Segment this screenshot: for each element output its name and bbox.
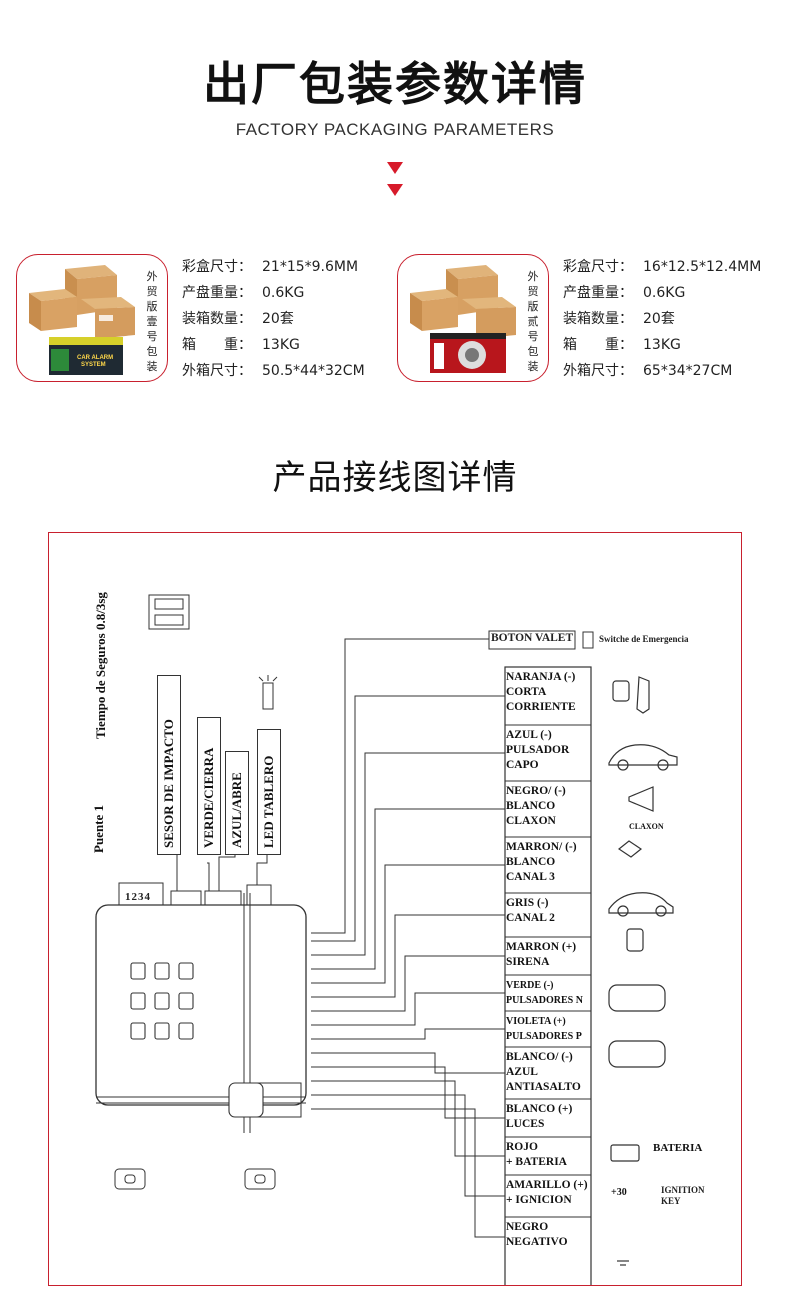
spec-label: 外箱尺寸： [563,363,633,379]
spec-row: 装箱数量： 20套 [182,306,365,332]
connector-label: AZUL/ABRE [229,772,244,848]
spec-label: 产盘重量： [182,285,252,301]
wire-label: ROJO + BATERIA [506,1141,567,1168]
ignition-plus-label: +30 [611,1187,627,1198]
wire-label: VIOLETA (+) PULSADORES P [506,1016,582,1042]
wire-line [311,1052,505,1074]
wire-line [311,955,505,1012]
wire-label: GRIS (-) CANAL 2 [506,897,555,924]
spec-label: 箱 重： [182,337,252,353]
wire-line [311,864,505,984]
page-title: 出厂包装参数详情 [203,57,587,111]
puente-label: Puente 1 [91,804,106,853]
wire-line [311,1066,505,1119]
package-2-vertical-label: 外贸版贰号包装 [527,270,539,373]
spec-label: 装箱数量： [182,311,252,327]
claxon-icon-label: CLAXON [629,822,664,831]
wire-label: MARRON (+) SIRENA [506,941,577,968]
spec-label: 产盘重量： [563,285,633,301]
connector-label-box: LED TABLERO [257,729,281,855]
tiempo-label: Tiempo de Seguros 0.8/3sg [93,592,108,739]
switch-emergencia-label: Switche de Emergencia [599,634,689,644]
package-2-specs: 彩盒尺寸：16*12.5*12.4MM 产盘重量：0.6KG 装箱数量：20套 … [563,254,761,384]
connector-label: VERDE/CIERRA [201,747,216,848]
package-1-image-text: SYSTEM [81,362,106,368]
wire-label: BLANCO/ (-) AZUL ANTIASALTO [506,1051,581,1093]
spec-value: 65*34*27CM [643,363,733,379]
spec-row: 产盘重量： 0.6KG [182,280,365,306]
spec-value: 50.5*44*32CM [262,363,365,379]
wiring-section-title: 产品接线图详情 [272,458,518,498]
wiring-diagram: CLAXON BATERIA +30 Tiempo de Seguros 0.8… [48,532,742,1286]
page-subtitle: FACTORY PACKAGING PARAMETERS [235,120,555,139]
spec-row: 彩盒尺寸： 16*12.5*12.4MM [563,254,761,280]
spec-value: 21*15*9.6MM [262,259,359,275]
wire-label: MARRON/ (-) BLANCO CANAL 3 [506,841,577,883]
wire-label: NEGRO NEGATIVO [506,1221,568,1248]
wire-line [311,638,489,934]
wiring-lines: CLAXON BATERIA +30 [95,594,702,1285]
connector-label: SESOR DE IMPACTO [161,719,176,848]
spec-row: 外箱尺寸： 50.5*44*32CM [182,358,365,384]
spec-value: 20套 [643,311,675,327]
cardboard-boxes-image: CAR ALARM SYSTEM [29,265,135,375]
spec-label: 箱 重： [563,337,633,353]
arrow-down-icon [387,184,403,196]
spec-row: 产盘重量： 0.6KG [563,280,761,306]
wire-label: VERDE (-) PULSADORES N [506,980,583,1006]
spec-value: 13KG [643,337,681,353]
package-1-vertical-label: 外贸版壹号包装 [146,270,158,373]
spec-value: 13KG [262,337,300,353]
cardboard-boxes-image [410,265,516,373]
spec-label: 彩盒尺寸： [563,259,633,275]
spec-label: 彩盒尺寸： [182,259,252,275]
wire-label: BLANCO (+) LUCES [506,1103,573,1130]
connector-label: LED TABLERO [261,755,276,848]
package-1-card: CAR ALARM SYSTEM 外贸版壹号包装 [16,254,168,382]
wire-line [311,1028,505,1040]
spec-value: 0.6KG [643,285,686,301]
wire-line [311,914,505,998]
connector-label-box: AZUL/ABRE [225,751,249,855]
connector-label-box: VERDE/CIERRA [197,717,221,855]
wire-label: NEGRO/ (-) BLANCO CLAXON [506,785,566,827]
spec-label: 装箱数量： [563,311,633,327]
wire-line [311,752,505,956]
spec-row: 外箱尺寸： 65*34*27CM [563,358,761,384]
arrow-down-icon [387,162,403,174]
wire-label: AZUL (-) PULSADOR CAPO [506,729,570,771]
spec-value: 20套 [262,311,294,327]
spec-row: 彩盒尺寸： 21*15*9.6MM [182,254,365,280]
spec-row: 箱 重： 13KG [563,332,761,358]
wire-line [311,992,505,1026]
package-1-specs: 彩盒尺寸： 21*15*9.6MM 产盘重量： 0.6KG 装箱数量： 20套 箱 重… [182,254,365,384]
connector-label-box: SESOR DE IMPACTO [157,675,181,855]
spec-row: 装箱数量： 20套 [563,306,761,332]
ignition-key-label: IGNITION KEY [661,1185,705,1206]
spec-value: 0.6KG [262,285,305,301]
pin-numbers: 1234 [125,891,151,903]
spec-label: 外箱尺寸： [182,363,252,379]
bateria-icon-label: BATERIA [653,1142,702,1154]
wire-line [311,1108,505,1238]
wire-line [311,808,505,970]
boton-valet-label: BOTON VALET [491,632,574,644]
package-2-card: 外贸版贰号包装 [397,254,549,382]
wire-line [311,695,505,942]
wire-line [311,1080,505,1157]
wire-line [311,1094,505,1197]
spec-value: 16*12.5*12.4MM [643,259,762,275]
wire-label: NARANJA (-) CORTA CORRIENTE [506,671,576,713]
wire-label: AMARILLO (+) + IGNICION [506,1179,588,1206]
package-1-image-text: CAR ALARM [77,355,113,361]
spec-row: 箱 重： 13KG [182,332,365,358]
